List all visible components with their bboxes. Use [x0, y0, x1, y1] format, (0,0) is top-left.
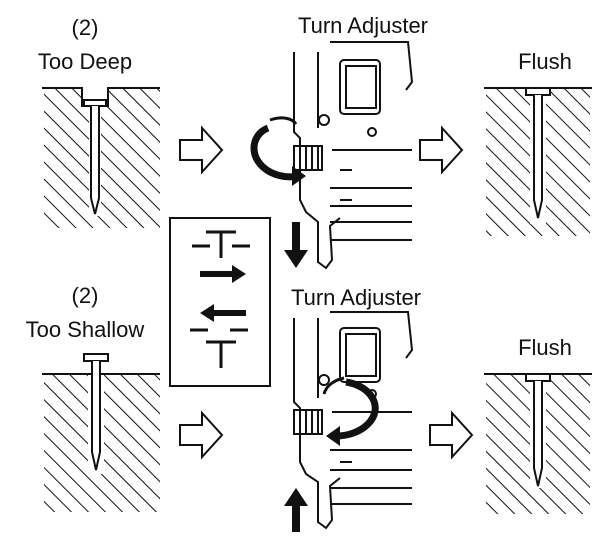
nail-too-deep — [83, 99, 107, 215]
nailer-tool-bottom — [293, 311, 414, 530]
nail-shallower-symbol — [190, 328, 248, 368]
arrow-down-icon — [284, 222, 308, 268]
top-state-label: Too Deep — [37, 49, 133, 74]
arrow-right-icon — [200, 265, 246, 283]
nail-flush-bottom — [525, 373, 551, 487]
hollow-arrow-right-icon — [429, 410, 474, 460]
wood-block-too-deep — [42, 86, 160, 228]
top-step-number: (2) — [71, 15, 99, 40]
bottom-action-label: Turn Adjuster — [290, 285, 422, 310]
hollow-arrow-right-icon — [179, 125, 224, 175]
bottom-state-label: Too Shallow — [25, 317, 145, 342]
arrow-up-icon — [284, 488, 308, 532]
direction-legend-box — [169, 217, 271, 387]
nailer-tool-top — [293, 41, 414, 270]
nail-deeper-symbol — [192, 230, 250, 258]
rotate-counterclockwise-icon — [322, 376, 379, 446]
arrow-left-icon — [200, 304, 246, 322]
top-action-label: Turn Adjuster — [297, 13, 429, 38]
hollow-arrow-right-icon — [419, 125, 464, 175]
nail-flush-top — [525, 87, 551, 219]
rotate-clockwise-icon — [250, 116, 306, 186]
hollow-arrow-right-icon — [179, 410, 224, 460]
nail-too-shallow — [83, 353, 109, 471]
top-result-label: Flush — [518, 49, 572, 74]
bottom-step-number: (2) — [71, 283, 99, 308]
bottom-result-label: Flush — [518, 335, 572, 360]
